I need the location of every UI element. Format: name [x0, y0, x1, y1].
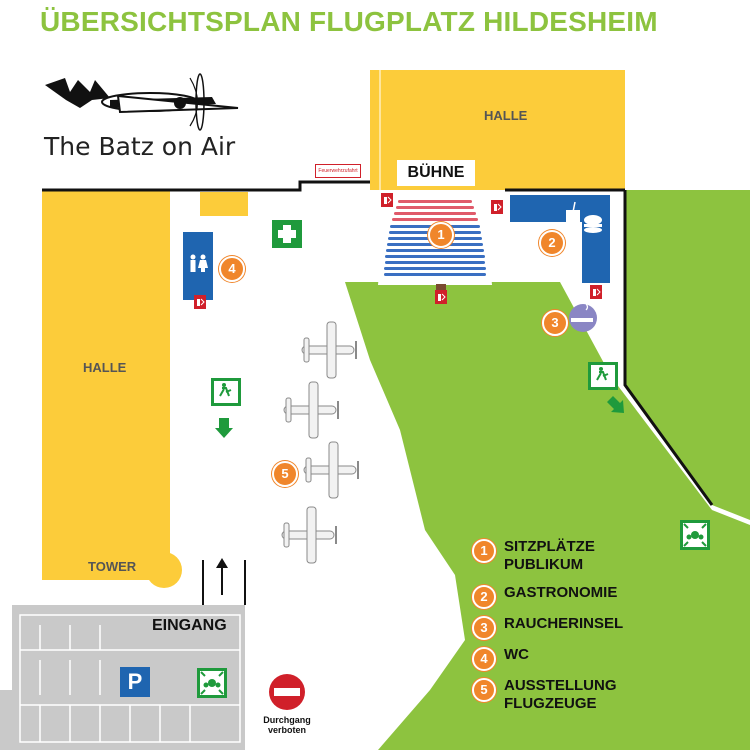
- legend-text: RAUCHERINSEL: [504, 615, 624, 632]
- legend-number: 2: [472, 585, 496, 609]
- tower-label: TOWER: [88, 559, 137, 574]
- grass-area: [345, 282, 750, 750]
- hall-left: [42, 190, 170, 580]
- emergency-exit-icon: [211, 378, 241, 438]
- marker-seating: 1: [428, 222, 454, 248]
- stage-label: BÜHNE: [397, 160, 475, 186]
- first-aid-icon: [272, 220, 302, 248]
- gastronomy-area: [510, 195, 610, 283]
- marker-smoking: 3: [542, 310, 568, 336]
- legend-number: 4: [472, 647, 496, 671]
- boundary-line-east: [623, 190, 714, 506]
- page-title: ÜBERSICHTSPLAN FLUGPLATZ HILDESHEIM: [40, 6, 658, 37]
- legend-item: 4 WC: [472, 646, 529, 671]
- marker-exhibition: 5: [272, 461, 298, 487]
- assembly-point-icon: [680, 520, 710, 550]
- legend-number: 5: [472, 678, 496, 702]
- wc-icon: [190, 254, 208, 272]
- fire-access-sign: Feuerwehrzufahrt: [315, 164, 361, 178]
- fire-extinguisher-icon: [490, 199, 504, 215]
- legend-text: GASTRONOMIE: [504, 584, 618, 601]
- smoking-icon: [569, 303, 597, 332]
- logo-text: The Batz on Air: [44, 132, 236, 161]
- aircraft-icon: [281, 321, 360, 564]
- fire-extinguisher-icon: [193, 294, 207, 310]
- entrance-label: EINGANG: [152, 617, 227, 634]
- parking-label: P: [127, 669, 143, 694]
- marker-gastronomy: 2: [539, 230, 565, 256]
- fire-extinguisher-icon: [434, 289, 448, 305]
- logo-graphic: [45, 73, 239, 131]
- legend-item: 2 GASTRONOMIE: [472, 584, 617, 609]
- assembly-point-icon: [197, 668, 227, 698]
- fire-extinguisher-icon: [380, 192, 394, 208]
- legend-text: PUBLIKUM: [504, 556, 584, 573]
- legend-text: SITZPLÄTZE: [504, 538, 595, 555]
- parking-icon: [120, 667, 150, 697]
- no-entry-icon: [269, 674, 305, 710]
- no-entry-label: Durchgang verboten: [263, 715, 311, 735]
- grass-area-east: [625, 190, 750, 520]
- legend-text: WC: [504, 646, 529, 663]
- arrow-icon: [216, 558, 228, 595]
- legend-text: AUSSTELLUNG: [504, 677, 617, 694]
- marker-wc: 4: [219, 256, 245, 282]
- boundary-line: [42, 180, 370, 192]
- wc-area: [183, 232, 213, 300]
- food-drink-icon: [566, 201, 602, 233]
- legend-number: 1: [472, 539, 496, 563]
- tower-circle: [146, 552, 182, 588]
- legend-number: 3: [472, 616, 496, 640]
- legend-item: 3 RAUCHERINSEL: [472, 615, 623, 640]
- hall-annex: [200, 192, 248, 216]
- hall-top-label: HALLE: [484, 108, 528, 123]
- legend-text: FLUGZEUGE: [504, 695, 597, 712]
- fire-extinguisher-icon: [589, 284, 603, 300]
- emergency-exit-icon: [588, 362, 624, 413]
- hall-left-label: HALLE: [83, 360, 127, 375]
